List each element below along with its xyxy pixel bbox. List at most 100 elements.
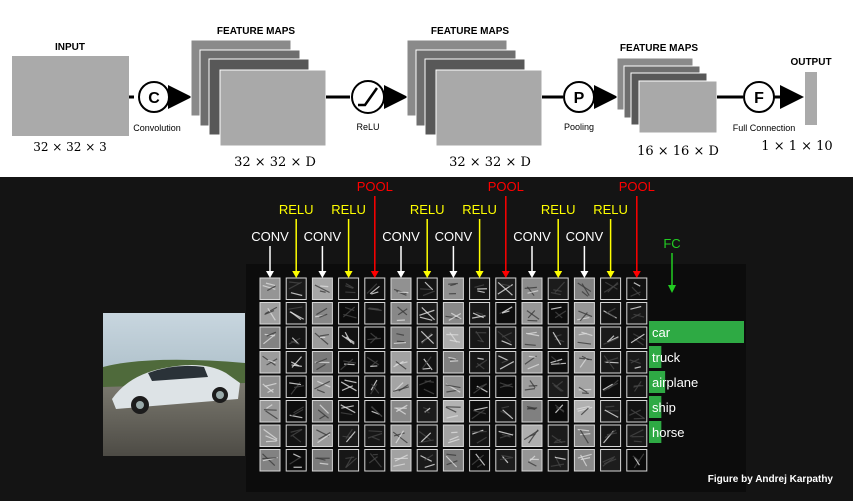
- activation-texture: [605, 281, 618, 290]
- activation-column: [521, 277, 543, 472]
- activation-texture: [476, 463, 483, 468]
- activation-cell: [442, 302, 464, 325]
- activation-texture: [290, 340, 300, 345]
- activation-texture: [552, 331, 562, 346]
- relu-label: ReLU: [356, 122, 379, 132]
- activation-texture: [265, 306, 278, 315]
- class-bar-horse: horse: [649, 421, 685, 443]
- activation-texture: [526, 310, 540, 320]
- activation-texture: [472, 312, 485, 319]
- activation-texture: [497, 330, 512, 343]
- activation-texture: [445, 455, 458, 468]
- activation-cell: [626, 277, 648, 300]
- activation-texture: [632, 455, 641, 462]
- activation-texture: [603, 357, 619, 363]
- activation-texture: [397, 291, 409, 294]
- activation-texture: [471, 315, 486, 319]
- activation-texture: [319, 414, 326, 420]
- activation-cell: [469, 351, 491, 374]
- activation-texture: [501, 454, 512, 458]
- activation-cell: [259, 302, 281, 325]
- cnn-pipeline-diagram: INPUT 32 × 32 × 3 C Convolution FEATURE …: [12, 26, 833, 170]
- activation-texture: [266, 331, 277, 337]
- activation-cell: [442, 449, 464, 472]
- class-bar-label: airplane: [652, 375, 698, 390]
- activation-texture: [316, 429, 330, 437]
- activation-texture: [392, 431, 408, 444]
- feature-maps-title-1: FEATURE MAPS: [217, 26, 295, 37]
- layer-arrow: [318, 246, 327, 278]
- layer-label-relu: RELU: [331, 202, 366, 217]
- convolution-symbol: C: [148, 90, 160, 107]
- activation-texture: [288, 306, 303, 310]
- activation-cell: [259, 424, 281, 447]
- activation-texture: [576, 405, 590, 410]
- activation-texture: [341, 405, 354, 409]
- input-image-block: [12, 56, 129, 136]
- activation-texture: [449, 360, 459, 362]
- fc-layer-label: FC: [663, 236, 680, 251]
- layer-arrow: [266, 246, 274, 278]
- activation-texture: [630, 333, 645, 344]
- activation-texture: [316, 457, 326, 461]
- layer-arrow: [528, 246, 536, 278]
- activation-texture: [577, 453, 592, 459]
- activation-texture: [525, 332, 540, 337]
- activation-texture: [475, 359, 488, 368]
- activation-texture: [527, 407, 536, 411]
- activation-texture: [369, 453, 382, 468]
- layer-label-relu: RELU: [593, 202, 628, 217]
- input-dims: 32 × 32 × 3: [33, 140, 107, 154]
- activation-texture: [367, 308, 382, 312]
- activation-texture: [319, 333, 330, 337]
- activation-texture: [290, 361, 300, 367]
- activation-texture: [368, 456, 378, 464]
- activation-texture: [421, 307, 436, 321]
- layer-arrow: [449, 246, 458, 278]
- layer-label-pool: POOL: [619, 179, 655, 194]
- activation-texture: [371, 436, 380, 441]
- activation-texture: [603, 283, 619, 293]
- activation-texture: [263, 333, 276, 345]
- activation-texture: [554, 338, 565, 343]
- layer-label-relu: RELU: [541, 202, 576, 217]
- activation-texture: [580, 407, 589, 416]
- activation-texture: [477, 357, 484, 360]
- activation-cell: [390, 375, 412, 398]
- activation-texture: [319, 313, 328, 318]
- activation-texture: [450, 312, 462, 320]
- activation-texture: [289, 456, 302, 465]
- activation-texture: [553, 384, 562, 392]
- activation-texture: [314, 380, 331, 390]
- class-bar-car: car: [649, 321, 744, 343]
- activation-texture: [266, 285, 276, 292]
- activation-texture: [290, 292, 303, 297]
- activation-texture: [290, 428, 303, 437]
- activation-texture: [471, 454, 484, 466]
- activation-texture: [527, 290, 539, 294]
- activation-column: [364, 277, 386, 472]
- activation-texture: [604, 429, 617, 439]
- activation-texture: [320, 285, 329, 288]
- activation-texture: [421, 332, 432, 345]
- activation-column: [416, 277, 438, 472]
- activation-cell: [521, 326, 543, 349]
- activation-texture: [603, 355, 615, 370]
- output-vector: [805, 72, 817, 125]
- activation-texture: [633, 282, 641, 287]
- activation-texture: [449, 332, 458, 343]
- activation-texture: [262, 383, 274, 393]
- feature-map-stack-1: [190, 39, 327, 147]
- activation-texture: [395, 430, 405, 444]
- activation-texture: [579, 357, 588, 368]
- activation-texture: [581, 355, 589, 361]
- feature-map-dims-2: 32 × 32 × D: [449, 155, 531, 170]
- activation-texture: [292, 435, 302, 443]
- activation-texture: [396, 319, 405, 322]
- activation-cell: [600, 302, 622, 325]
- layer-arrow: [632, 196, 641, 278]
- activation-texture: [265, 282, 276, 286]
- feature-maps-title-3: FEATURE MAPS: [620, 43, 698, 54]
- activation-texture: [579, 429, 589, 444]
- output-dims: 1 × 1 × 10: [761, 139, 832, 154]
